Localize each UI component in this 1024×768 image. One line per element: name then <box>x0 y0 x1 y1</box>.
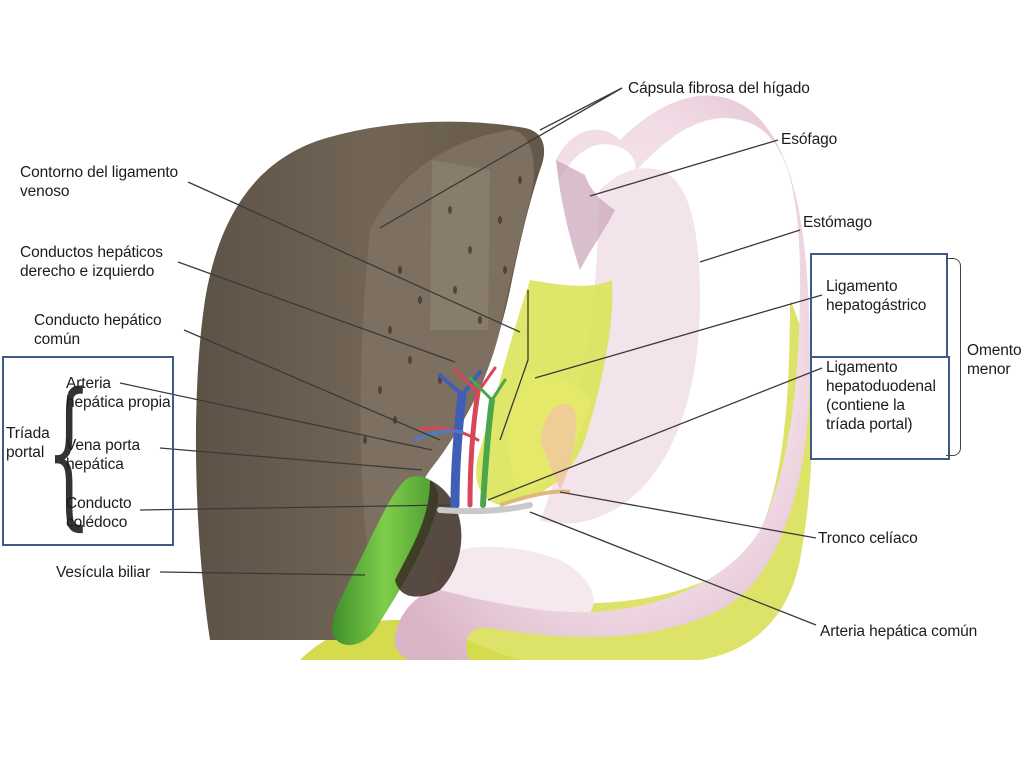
label-capsula-fibrosa: Cápsula fibrosa del hígado <box>628 80 810 97</box>
label-vena-porta: Vena porta hepática <box>66 437 140 473</box>
label-arteria-hepatica-propia: Arteria hepática propia <box>66 375 171 411</box>
label-triada-portal: Tríada portal <box>6 425 50 461</box>
label-tronco-celiaco: Tronco celíaco <box>818 530 918 547</box>
label-ligamento-hepatoduodenal: Ligamento hepatoduodenal (contiene la tr… <box>826 359 936 433</box>
triad-brace: { <box>46 358 92 545</box>
omento-brace <box>946 258 961 456</box>
label-conducto-coledoco: Conducto colédoco <box>66 495 132 531</box>
liver <box>195 121 545 640</box>
label-arteria-hepatica-comun: Arteria hepática común <box>820 623 978 640</box>
triad-box <box>2 356 174 546</box>
label-estomago: Estómago <box>803 214 872 231</box>
label-ligamento-hepatogastrico: Ligamento hepatogástrico <box>826 278 927 314</box>
portal-triad-vessels <box>413 366 533 515</box>
label-contorno-ligamento-venoso: Contorno del ligamento venoso <box>20 164 179 200</box>
label-omento-menor: Omento menor <box>967 342 1022 378</box>
label-esofago: Esófago <box>781 131 838 148</box>
leader-lines <box>119 87 823 626</box>
label-vesicula-biliar: Vesícula biliar <box>56 564 151 581</box>
label-conductos-hepaticos: Conductos hepáticos derecho e izquierdo <box>20 244 163 280</box>
label-conducto-hepatico-comun: Conducto hepático común <box>34 312 162 348</box>
ligament-box-bottom <box>810 356 950 460</box>
